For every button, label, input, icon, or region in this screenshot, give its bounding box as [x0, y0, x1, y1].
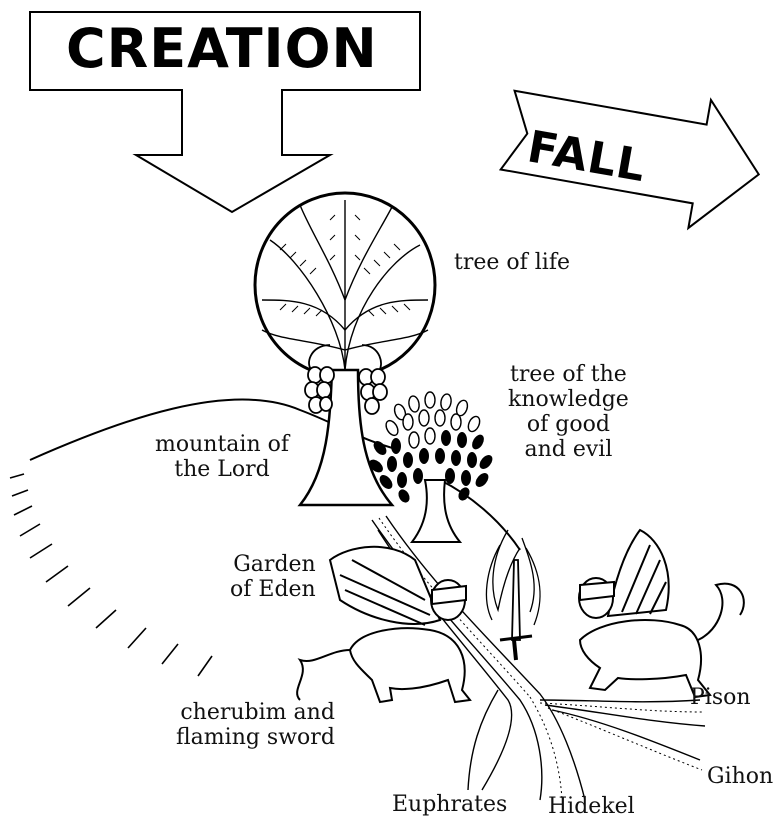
label-gihon: Gihon — [707, 764, 773, 789]
mountain-slope-hatching — [10, 474, 212, 676]
label-garden-of-eden: Garden of Eden — [230, 552, 316, 602]
label-cherubim-and-flaming-sword: cherubim and flaming sword — [176, 700, 335, 750]
label-pison: Pison — [690, 685, 751, 710]
flaming-sword-icon — [486, 530, 540, 660]
label-tree-of-life: tree of life — [454, 250, 570, 275]
label-mountain-of-the-lord: mountain of the Lord — [155, 432, 289, 482]
label-euphrates: Euphrates — [392, 792, 507, 817]
creation-banner-text: CREATION — [66, 18, 378, 80]
label-hidekel: Hidekel — [548, 794, 635, 819]
cherub-left-icon — [297, 547, 470, 702]
tree-of-knowledge-icon — [367, 392, 495, 542]
cherub-right-icon — [579, 530, 744, 697]
label-tree-of-knowledge: tree of the knowledge of good and evil — [508, 362, 629, 462]
